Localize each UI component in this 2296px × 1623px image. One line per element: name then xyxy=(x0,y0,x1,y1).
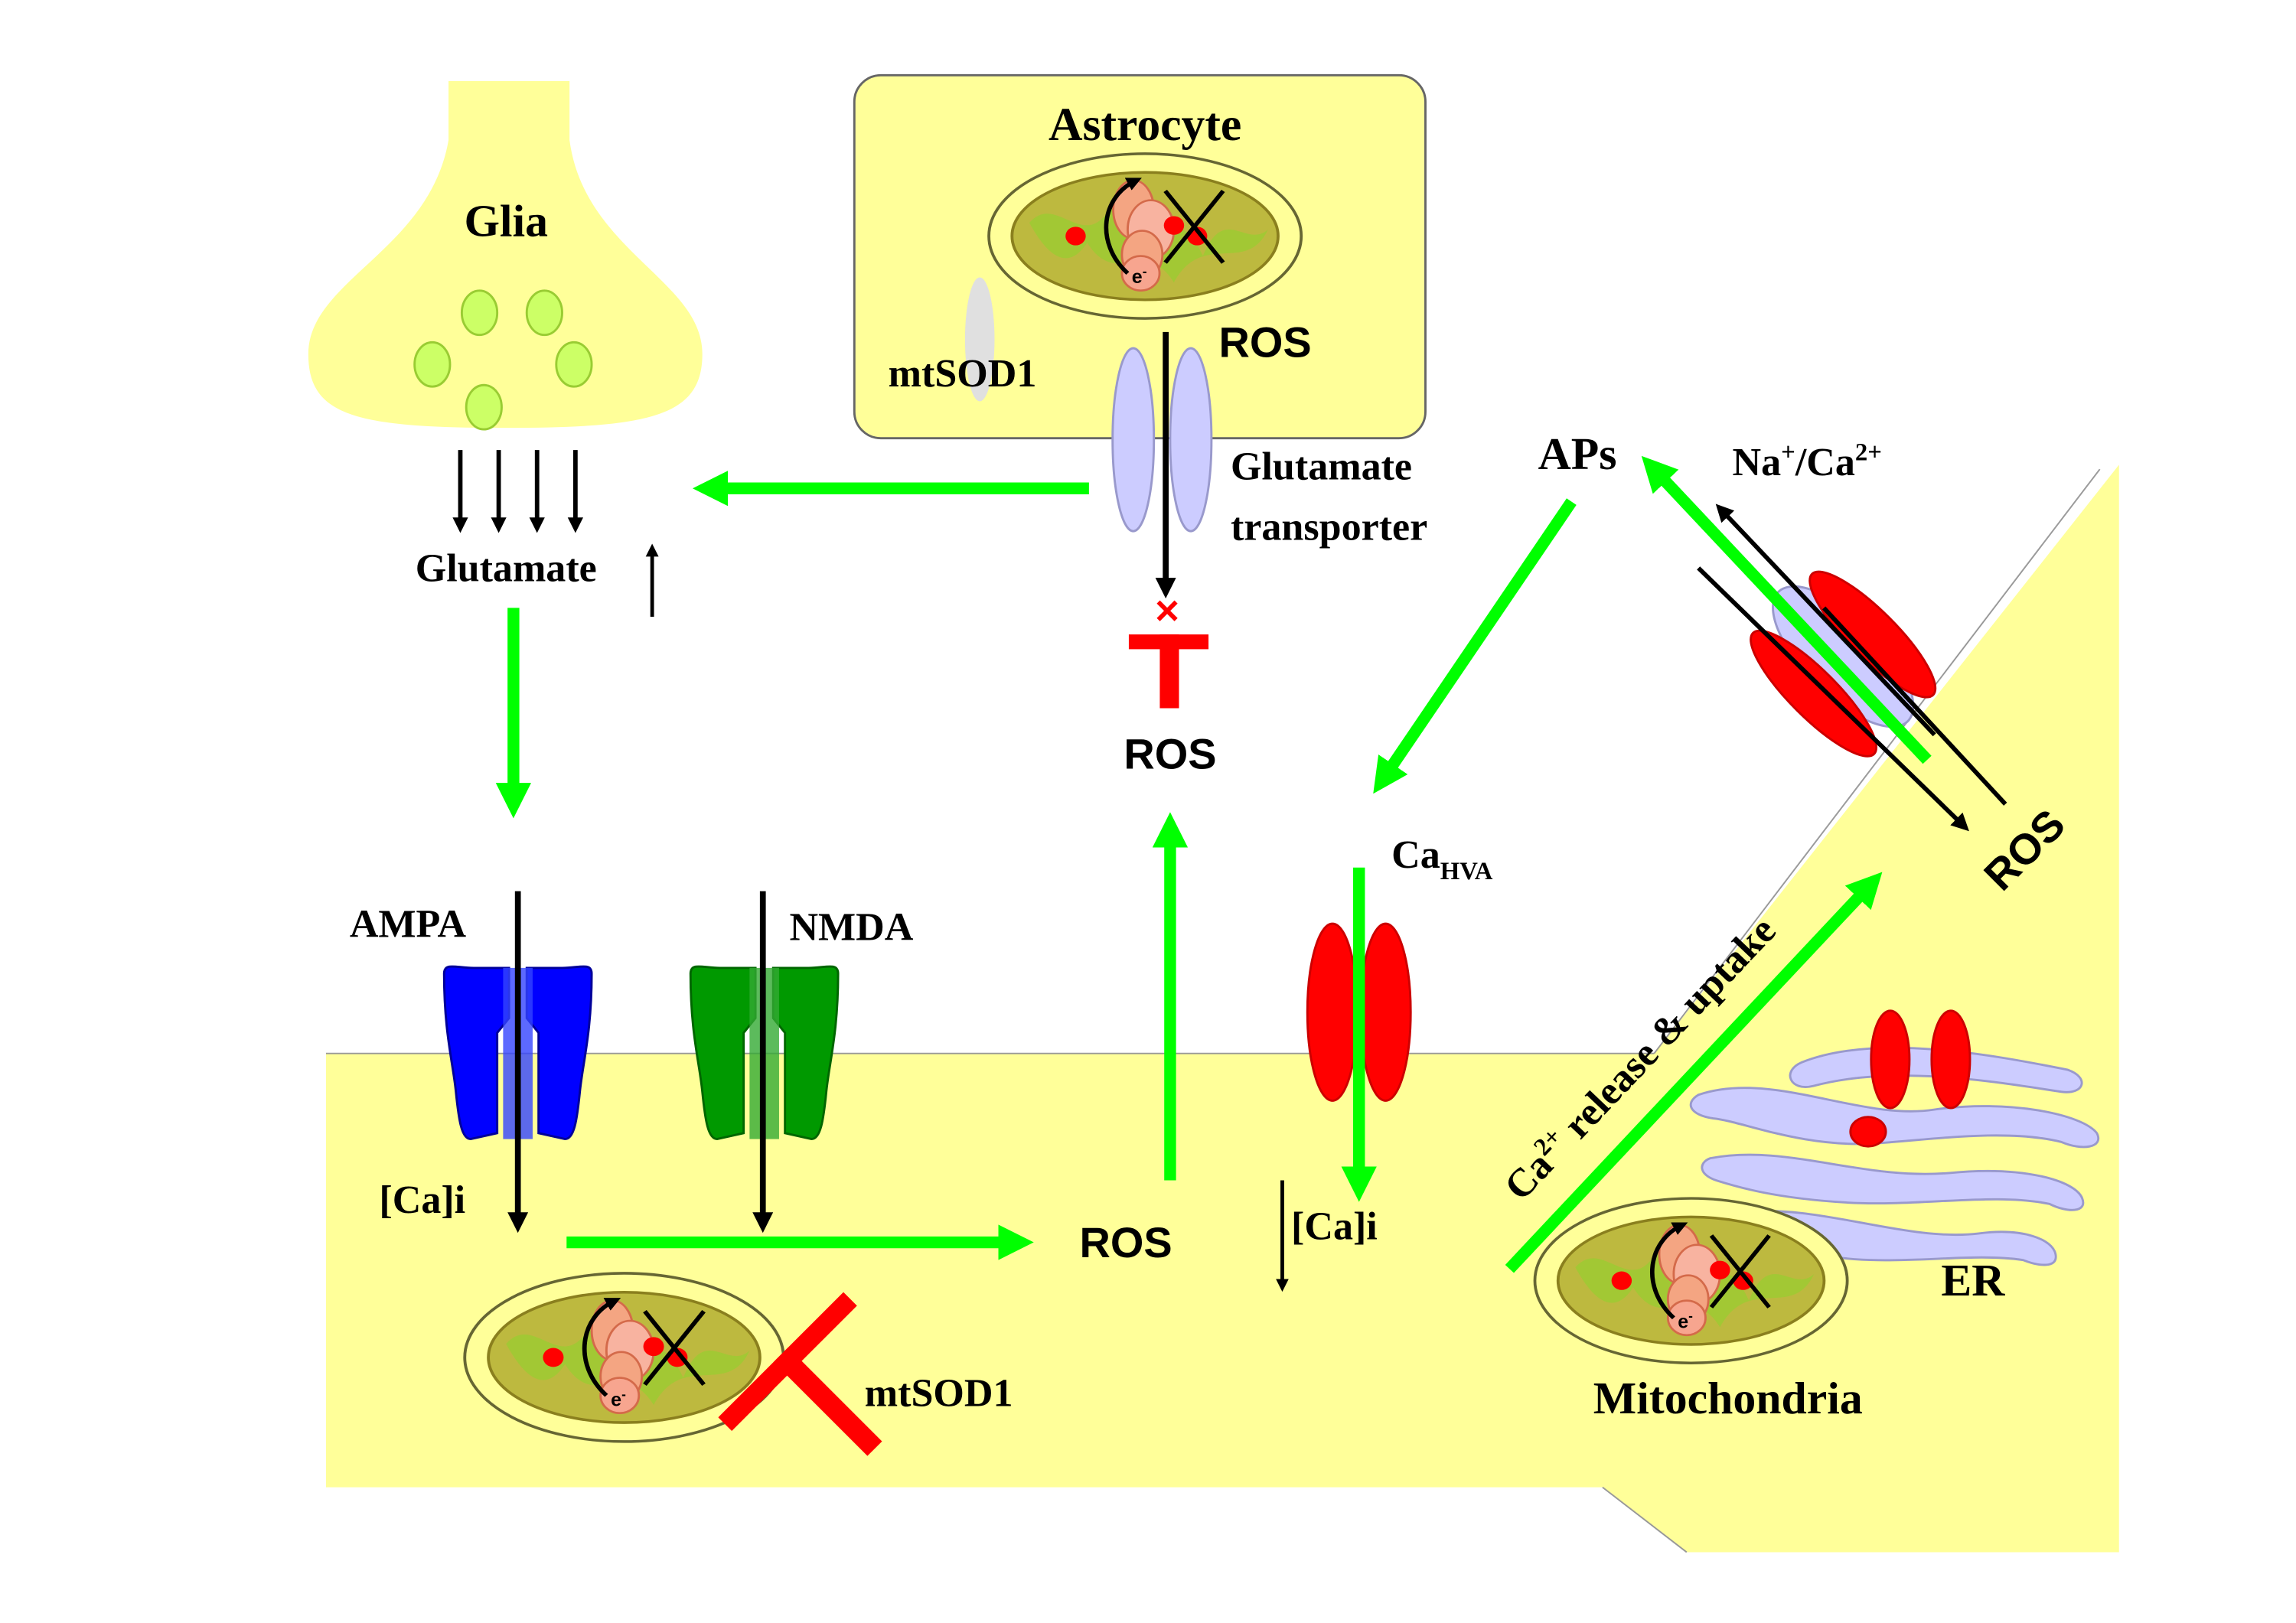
electron-label-right: e- xyxy=(1678,1309,1693,1333)
ca-release-uptake-arrow xyxy=(1505,872,1883,1273)
mtsod1-astrocyte-label: mtSOD1 xyxy=(889,352,1037,396)
ca-label: /Ca xyxy=(1795,441,1855,484)
glutamate-transporter-label-1: Glutamate xyxy=(1231,445,1412,489)
na-ca-exchanger-icon xyxy=(1750,570,1937,758)
na-label: Na xyxy=(1733,441,1782,484)
ca-hva-main: Ca xyxy=(1391,833,1440,877)
exchanger-to-aps-arrow xyxy=(1641,455,1932,764)
exchanger-membrane-line xyxy=(1821,606,2007,806)
ros-center-label: ROS xyxy=(1124,730,1216,778)
neuron-membrane-diagonal xyxy=(1653,468,2101,1054)
glia-terminal xyxy=(308,81,703,429)
ca-hva-subscript: HVA xyxy=(1440,858,1493,885)
ros-neuron-label: ROS xyxy=(1079,1218,1172,1266)
electron-label-astrocyte: e- xyxy=(1132,264,1147,288)
na-ca-label: Na+/Ca2+ xyxy=(1733,439,1882,484)
ca-superscript: 2+ xyxy=(1855,439,1882,467)
astrocyte-label: Astrocyte xyxy=(1049,99,1241,151)
vesicle xyxy=(465,383,503,431)
mtsod1-neuron-label: mtSOD1 xyxy=(865,1372,1013,1416)
ca-hva-label: CaHVA xyxy=(1391,833,1493,885)
exchanger-inflow-arrow xyxy=(1697,566,1969,832)
na-superscript: + xyxy=(1781,439,1795,467)
nmda-receptor-icon xyxy=(689,965,840,1141)
vesicle xyxy=(555,341,593,388)
er-calcium-channel-icon xyxy=(1849,1009,1971,1148)
glia-label: Glia xyxy=(464,196,548,246)
mtsod1-aggregate-astrocyte xyxy=(964,277,995,402)
aps-to-ca-hva-arrow xyxy=(1373,498,1577,794)
astrocyte-mitochondrion-icon xyxy=(989,154,1301,318)
mtsod1-inhibition-t-bar-icon xyxy=(718,1292,882,1456)
ampa-label: AMPA xyxy=(350,902,467,946)
aps-label: APs xyxy=(1538,429,1617,479)
glutamate-transporter xyxy=(1111,347,1213,533)
electron-label-neuron: e- xyxy=(611,1387,626,1411)
nmda-label: NMDA xyxy=(789,905,913,949)
glutamate-label: Glutamate xyxy=(416,547,597,591)
vesicle xyxy=(460,289,499,337)
ros-inhibition-t-bar-icon xyxy=(1128,634,1209,709)
synaptic-vesicles xyxy=(413,289,593,431)
right-mitochondrion-icon xyxy=(1534,1198,1847,1363)
ros-astrocyte-label: ROS xyxy=(1219,318,1312,367)
blocked-mark-icon xyxy=(1156,600,1178,621)
glutamate-release-arrows xyxy=(452,450,583,533)
exchanger-outflow-arrow xyxy=(1715,504,1936,737)
neuron-membrane-bottom xyxy=(1602,1486,1688,1553)
cai-right-label: [Ca]i xyxy=(1291,1205,1378,1249)
vesicle xyxy=(525,289,563,337)
hva-calcium-channel-icon xyxy=(1306,922,1412,1102)
cai-left-label: [Ca]i xyxy=(379,1178,465,1222)
glutamate-transporter-label-2: transporter xyxy=(1231,506,1427,549)
er-label: ER xyxy=(1941,1255,2005,1305)
vesicle xyxy=(413,341,452,388)
mitochondria-label: Mitochondria xyxy=(1593,1373,1863,1423)
